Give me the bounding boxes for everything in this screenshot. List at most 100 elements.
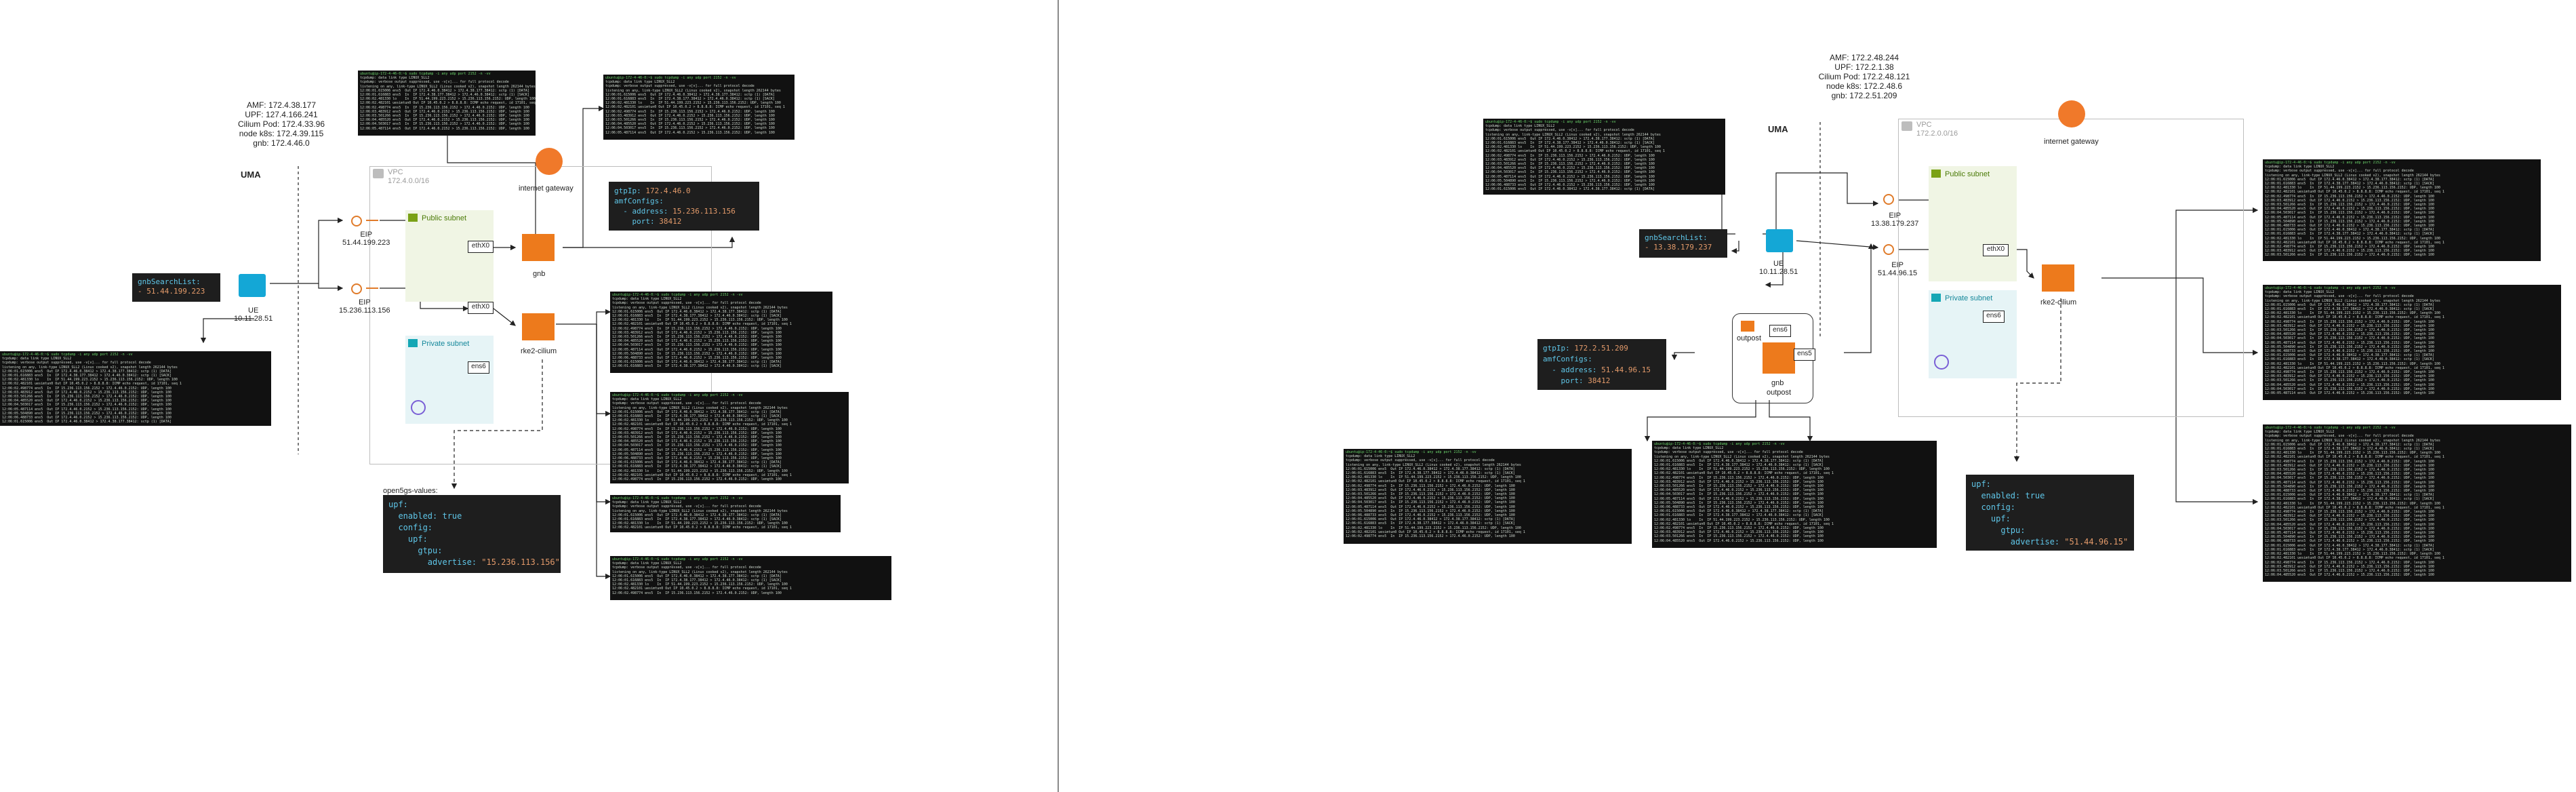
left-private-subnet-title: Private subnet [422, 340, 470, 348]
terminal-line: 12:06:03.501266 ens5 In IP 15.236.113.15… [2265, 468, 2434, 473]
terminal-left-rke-2[interactable]: ubuntu@ip-172-4-46-0:~$ sudo tcpdump -i … [610, 392, 849, 483]
terminal-right-rke-2[interactable]: ubuntu@ip-172-4-46-0:~$ sudo tcpdump -i … [2263, 285, 2561, 400]
terminal-line: 12:06:03.501266 ens5 In IP 15.236.113.15… [1654, 484, 1824, 489]
right-info-amf: AMF: 172.2.48.244 [1829, 53, 1899, 62]
terminal-line: 12:06:01.616883 ens5 In IP 172.4.38.177.… [605, 97, 775, 102]
left-info-gnb: gnb: 172.4.46.0 [253, 138, 310, 148]
terminal-line: 12:06:06.488733 ens5 Out IP 172.4.46.0.2… [2, 416, 172, 420]
terminal-line: 12:06:02.498774 ens5 In IP 15.236.113.15… [1346, 534, 1515, 539]
right-eni-bottom[interactable]: ens6 [1983, 311, 2005, 323]
terminal-line: ubuntu@ip-172-4-46-0:~$ sudo tcpdump -i … [612, 557, 743, 561]
terminal-line: tcpdump: verbose output suppressed, use … [360, 80, 509, 85]
terminal-line: tcpdump: verbose output suppressed, use … [1346, 458, 1495, 463]
terminal-line: 12:06:01.616883 ens5 In IP 172.4.38.177.… [612, 414, 782, 419]
left-eni-bottom[interactable]: ens6 [468, 361, 489, 374]
terminal-line: 12:06:01.616883 ens5 In IP 172.4.38.177.… [1654, 463, 1824, 468]
left-info-amf: AMF: 172.4.38.177 [246, 100, 317, 110]
terminal-line: listening on any, link-type LINUX_SLL2 (… [605, 88, 781, 93]
terminal-left-ue[interactable]: ubuntu@ip-172-4-46-0:~$ sudo tcpdump -i … [0, 351, 271, 426]
right-vpc-icon [1901, 121, 1912, 131]
terminal-left-rke-4[interactable]: ubuntu@ip-172-4-46-0:~$ sudo tcpdump -i … [610, 556, 891, 600]
terminal-line: tcpdump: data link type LINUX_SLL2 [360, 76, 430, 81]
terminal-right-ue[interactable]: ubuntu@ip-172-4-46-0:~$ sudo tcpdump -i … [1483, 119, 1725, 195]
terminal-line: listening on any, link-type LINUX_SLL2 (… [1346, 462, 1521, 467]
terminal-line: tcpdump: data link type LINUX_SLL2 [2, 357, 72, 361]
right-rke-label: rke2-cilium [2040, 298, 2077, 306]
terminal-line: 12:06:02.482101 uesimtun0 Out IP 10.45.0… [1346, 530, 1525, 534]
terminal-left-rke-1[interactable]: ubuntu@ip-172-4-46-0:~$ sudo tcpdump -i … [610, 292, 832, 373]
left-gnb-label: gnb [533, 270, 546, 278]
terminal-line: 12:06:01.616883 ens5 In IP 172.4.38.177.… [2265, 357, 2434, 362]
terminal-line: 12:06:05.504890 ens5 In IP 15.236.113.15… [1485, 178, 1655, 183]
terminal-right-rke-3[interactable]: ubuntu@ip-172-4-46-0:~$ sudo tcpdump -i … [2263, 424, 2571, 582]
terminal-right-outpost-2[interactable]: ubuntu@ip-172-4-46-0:~$ sudo tcpdump -i … [1652, 441, 1937, 548]
terminal-line: 12:06:02.498774 ens5 In IP 15.236.113.15… [1485, 153, 1655, 158]
terminal-line: listening on any, link-type LINUX_SLL2 (… [612, 405, 788, 410]
terminal-line: 12:06:02.481330 lo In IP 51.44.199.223.2… [2265, 186, 2440, 191]
lock-icon [408, 214, 418, 222]
terminal-line: 12:06:01.615006 ens5 Out IP 172.4.46.0.3… [2265, 493, 2434, 498]
left-ue-icon [239, 274, 266, 297]
terminal-right-rke-1[interactable]: ubuntu@ip-172-4-46-0:~$ sudo tcpdump -i … [2263, 159, 2541, 261]
terminal-line: 12:06:03.501266 ens5 In IP 15.236.113.15… [2265, 203, 2434, 207]
left-public-subnet[interactable]: Public subnet [405, 210, 494, 302]
terminal-line: tcpdump: verbose output suppressed, use … [612, 504, 761, 509]
terminal-line: 12:06:03.483912 ens5 Out IP 172.4.46.0.2… [2265, 249, 2434, 254]
terminal-line: 12:06:03.483912 ens5 Out IP 172.4.46.0.2… [360, 109, 529, 114]
terminal-line: 12:06:02.482101 uesimtun0 Out IP 10.45.0… [612, 473, 792, 477]
terminal-line: 12:06:03.483912 ens5 Out IP 172.4.46.0.2… [1654, 479, 1824, 484]
terminal-line: 12:06:04.503017 ens5 In IP 15.236.113.15… [2265, 387, 2434, 391]
left-gtp-config: gtpIp: 172.4.46.0 amfConfigs: - address:… [609, 182, 759, 231]
right-outpost-gnb-label: gnb [1771, 379, 1784, 387]
left-private-subnet[interactable]: Private subnet [405, 336, 494, 424]
left-eni-top[interactable]: ethX0 [468, 241, 494, 253]
terminal-line: 12:06:03.501266 ens5 In IP 15.236.113.15… [1485, 162, 1655, 167]
terminal-line: 12:06:03.483912 ens5 Out IP 172.4.46.0.2… [2265, 374, 2434, 379]
terminal-line: 12:06:03.501266 ens5 In IP 15.236.113.15… [2, 395, 172, 399]
terminal-right-outpost-1[interactable]: ubuntu@ip-172-4-46-0:~$ sudo tcpdump -i … [1344, 449, 1632, 544]
terminal-line: 12:06:02.481330 lo In IP 51.44.199.223.2… [612, 582, 788, 587]
terminal-line: 12:06:03.483912 ens5 Out IP 172.4.46.0.2… [1654, 530, 1824, 535]
terminal-left-top-a[interactable]: ubuntu@ip-172-4-46-0:~$ sudo tcpdump -i … [358, 71, 536, 136]
terminal-line: 12:06:01.616883 ens5 In IP 172.4.38.177.… [2, 374, 172, 378]
right-outpost-gnb-icon [1763, 342, 1795, 374]
terminal-line: 12:06:03.483912 ens5 Out IP 172.4.46.0.2… [2265, 323, 2434, 328]
terminal-line: 12:06:01.616883 ens5 In IP 172.4.38.177.… [2265, 547, 2434, 552]
terminal-left-top-b[interactable]: ubuntu@ip-172-4-46-0:~$ sudo tcpdump -i … [603, 75, 794, 140]
terminal-line: tcpdump: verbose output suppressed, use … [2265, 434, 2414, 439]
panel-divider [1058, 0, 1059, 792]
terminal-line: 12:06:02.498774 ens5 In IP 15.236.113.15… [2, 386, 172, 391]
left-eni-mid[interactable]: ethX0 [468, 302, 494, 314]
terminal-line: 12:06:02.498774 ens5 In IP 15.236.113.15… [2265, 459, 2434, 464]
terminal-line: 12:06:01.615006 ens5 Out IP 172.4.46.0.3… [2265, 543, 2434, 548]
terminal-line: 12:06:02.498774 ens5 In IP 15.236.113.15… [612, 427, 782, 431]
terminal-line: tcpdump: data link type LINUX_SLL2 [1654, 446, 1724, 451]
terminal-line: 12:06:02.481330 lo In IP 51.44.199.223.2… [1346, 526, 1521, 530]
right-outpost[interactable]: outpost ens6 ens5 gnb outpost [1732, 313, 1815, 403]
terminal-line: 12:06:02.482101 uesimtun0 Out IP 10.45.0… [2265, 556, 2444, 561]
terminal-line: 12:06:06.488733 ens5 Out IP 172.4.46.0.2… [612, 456, 782, 461]
terminal-line: ubuntu@ip-172-4-46-0:~$ sudo tcpdump -i … [2265, 161, 2396, 165]
terminal-left-rke-3[interactable]: ubuntu@ip-172-4-46-0:~$ sudo tcpdump -i … [610, 495, 841, 532]
terminal-line: tcpdump: data link type LINUX_SLL2 [612, 297, 682, 302]
terminal-line: 12:06:04.485520 ens5 Out IP 172.4.46.0.2… [612, 439, 782, 444]
terminal-line: 12:06:06.488733 ens5 Out IP 172.4.46.0.2… [2265, 539, 2434, 544]
terminal-line: 12:06:01.615006 ens5 Out IP 172.4.46.0.3… [2265, 177, 2434, 182]
right-outpost-eni-top[interactable]: ens6 [1769, 325, 1791, 337]
terminal-line: 12:06:01.615006 ens5 Out IP 172.4.46.0.3… [1346, 467, 1515, 471]
right-outpost-eni-right[interactable]: ens5 [1794, 349, 1815, 361]
terminal-line: listening on any, link-type LINUX_SLL2 (… [612, 509, 788, 513]
right-internet-gateway-icon [2058, 100, 2085, 127]
terminal-line: 12:06:01.615006 ens5 Out IP 172.4.46.0.3… [2265, 228, 2434, 233]
lock-icon [408, 339, 418, 347]
terminal-line: 12:06:02.498774 ens5 In IP 15.236.113.15… [612, 326, 782, 331]
terminal-line: 12:06:05.487114 ens5 Out IP 172.4.46.0.2… [1346, 504, 1515, 509]
right-eni-top[interactable]: ethX0 [1983, 244, 2009, 256]
right-public-subnet[interactable]: Public subnet [1929, 166, 2017, 281]
right-private-subnet[interactable]: Private subnet [1929, 290, 2017, 378]
terminal-line: 12:06:04.503017 ens5 In IP 15.236.113.15… [612, 443, 782, 448]
terminal-line: listening on any, link-type LINUX_SLL2 (… [2265, 298, 2440, 303]
